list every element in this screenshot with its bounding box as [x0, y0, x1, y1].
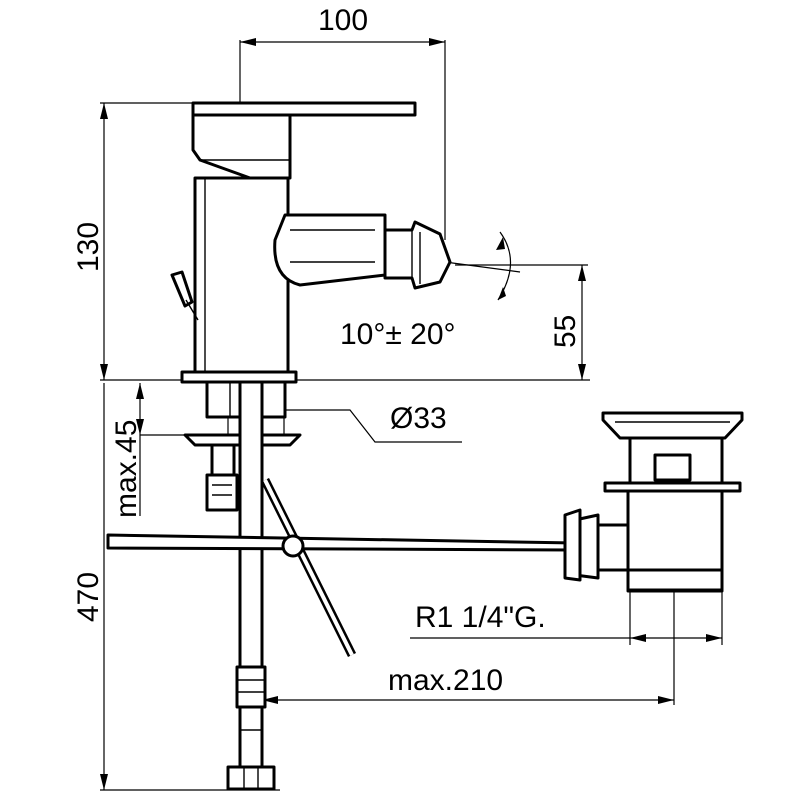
- label-hole-diameter: Ø33: [390, 402, 447, 435]
- dimension-lines: [100, 38, 723, 791]
- cartridge-cap: [191, 113, 292, 180]
- dimension-labels: 100 130 55 10°± 20° Ø33 max.45 470 R1 1/…: [72, 4, 582, 697]
- label-waste-thread: R1 1/4"G.: [415, 601, 546, 634]
- label-spout-angle: 10°± 20°: [340, 318, 456, 351]
- popup-rod-knob: [170, 270, 194, 308]
- label-spout-height: 55: [549, 315, 582, 348]
- pivot-joint: [281, 534, 305, 558]
- spout: [273, 213, 387, 287]
- label-hose-length: 470: [72, 572, 105, 622]
- swivel-nozzle: [383, 220, 452, 290]
- mixer-body: [170, 101, 452, 384]
- label-width-top: 100: [318, 4, 368, 37]
- mixer-body-column: [193, 176, 290, 378]
- flexible-hose: [226, 380, 276, 791]
- label-height-body: 130: [72, 222, 105, 272]
- label-deck-thickness: max.45: [110, 420, 143, 518]
- label-waste-distance: max.210: [388, 664, 503, 697]
- lever-handle: [191, 101, 417, 117]
- plug-cap: [601, 411, 744, 440]
- popup-waste: [563, 411, 744, 593]
